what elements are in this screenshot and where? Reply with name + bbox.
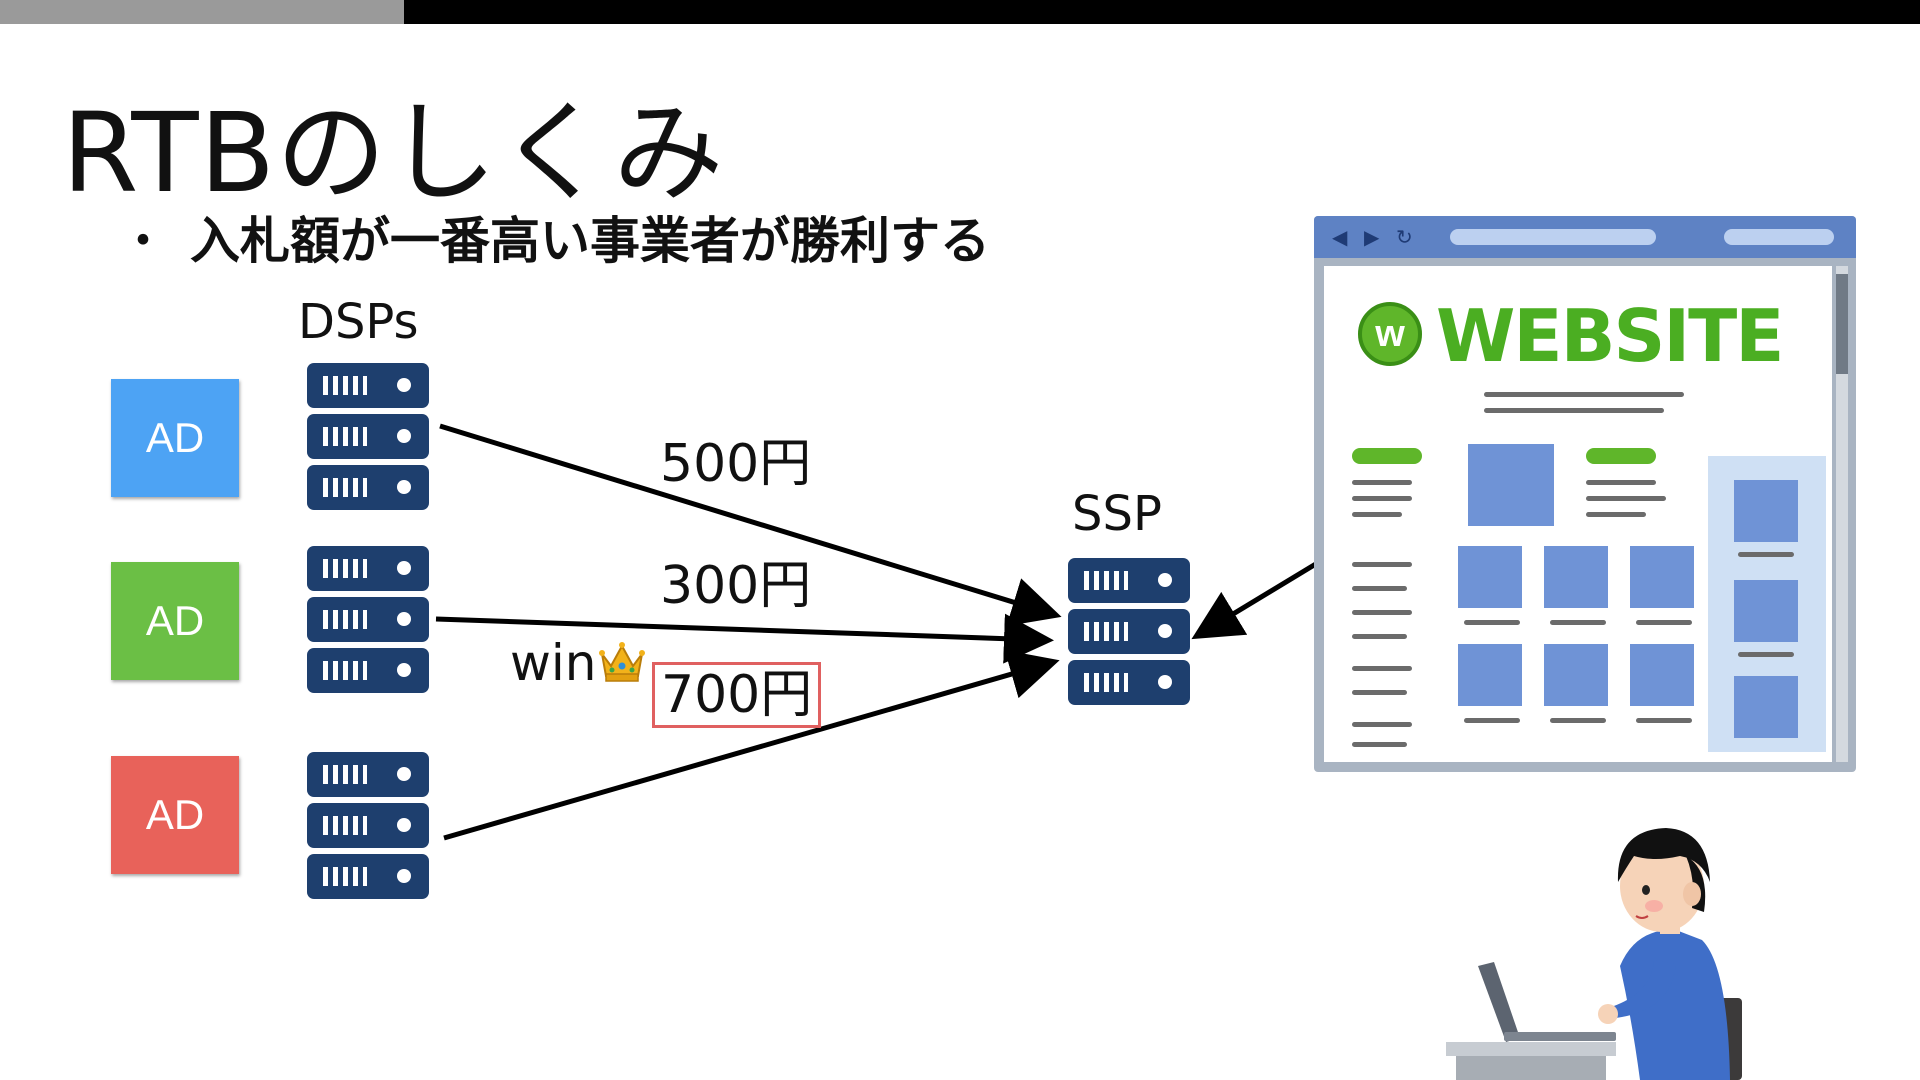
- ssp-label: SSP: [1072, 486, 1162, 542]
- text-placeholder: [1352, 722, 1412, 727]
- ad-box-red: AD: [111, 756, 239, 874]
- text-placeholder: [1352, 562, 1412, 567]
- top-accent-bar-gray: [0, 0, 404, 24]
- text-placeholder: [1352, 742, 1407, 747]
- image-placeholder: [1734, 676, 1798, 738]
- address-bar: [1450, 229, 1656, 245]
- forward-icon: ▶: [1364, 225, 1380, 249]
- text-placeholder: [1352, 610, 1412, 615]
- back-icon: ◀: [1332, 225, 1348, 249]
- bullet-text: 入札額が一番高い事業者が勝利する: [190, 212, 990, 270]
- text-placeholder: [1352, 480, 1412, 485]
- website-name: WEBSITE: [1436, 294, 1784, 378]
- text-placeholder: [1352, 512, 1402, 517]
- text-placeholder: [1586, 480, 1656, 485]
- ssp-server-icon: [1068, 558, 1190, 711]
- text-placeholder: [1352, 496, 1412, 501]
- crown-icon: [599, 642, 645, 682]
- user-at-laptop-icon: [1446, 828, 1742, 1080]
- text-placeholder: [1738, 652, 1794, 657]
- dsp-label: DSPs: [298, 294, 419, 350]
- text-placeholder: [1738, 552, 1794, 557]
- website-page: w WEBSITE: [1324, 266, 1832, 762]
- text-placeholder: [1550, 718, 1606, 723]
- image-placeholder: [1734, 480, 1798, 542]
- text-placeholder: [1484, 408, 1664, 413]
- ad-box-green: AD: [111, 562, 239, 680]
- text-placeholder: [1586, 512, 1646, 517]
- text-placeholder: [1352, 666, 1412, 671]
- text-placeholder: [1464, 620, 1520, 625]
- search-bar: [1724, 229, 1834, 245]
- bid-price-300: 300円: [660, 556, 812, 616]
- website-browser-window: ◀ ▶ ↻ w WEBSITE: [1314, 216, 1856, 772]
- top-accent-bar-black: [404, 0, 1920, 24]
- heading-placeholder: [1586, 448, 1656, 464]
- website-sidebar: [1708, 456, 1826, 752]
- bid-price-500: 500円: [660, 434, 812, 494]
- image-placeholder: [1458, 644, 1522, 706]
- text-placeholder: [1352, 634, 1407, 639]
- image-placeholder: [1630, 644, 1694, 706]
- image-placeholder: [1734, 580, 1798, 642]
- win-label: win: [510, 634, 597, 692]
- browser-toolbar: ◀ ▶ ↻: [1314, 216, 1856, 258]
- browser-scrollbar: [1836, 266, 1848, 762]
- text-placeholder: [1550, 620, 1606, 625]
- image-placeholder: [1630, 546, 1694, 608]
- bullet-marker: ・: [118, 212, 168, 270]
- image-placeholder: [1468, 444, 1554, 526]
- bullet-item: ・入札額が一番高い事業者が勝利する: [118, 216, 990, 266]
- image-placeholder: [1458, 546, 1522, 608]
- text-placeholder: [1464, 718, 1520, 723]
- dsp-server-3-icon: [307, 752, 429, 905]
- image-placeholder: [1544, 546, 1608, 608]
- slide-title: RTBのしくみ: [62, 89, 725, 217]
- dsp-server-1-icon: [307, 363, 429, 516]
- ad-box-blue: AD: [111, 379, 239, 497]
- image-placeholder: [1544, 644, 1608, 706]
- heading-placeholder: [1352, 448, 1422, 464]
- website-logo-icon: w: [1358, 302, 1422, 366]
- dsp-server-2-icon: [307, 546, 429, 699]
- text-placeholder: [1352, 586, 1407, 591]
- text-placeholder: [1484, 392, 1684, 397]
- text-placeholder: [1636, 718, 1692, 723]
- text-placeholder: [1586, 496, 1666, 501]
- text-placeholder: [1636, 620, 1692, 625]
- bid-price-700-winner: 700円: [652, 662, 822, 728]
- text-placeholder: [1352, 690, 1407, 695]
- reload-icon: ↻: [1396, 225, 1413, 249]
